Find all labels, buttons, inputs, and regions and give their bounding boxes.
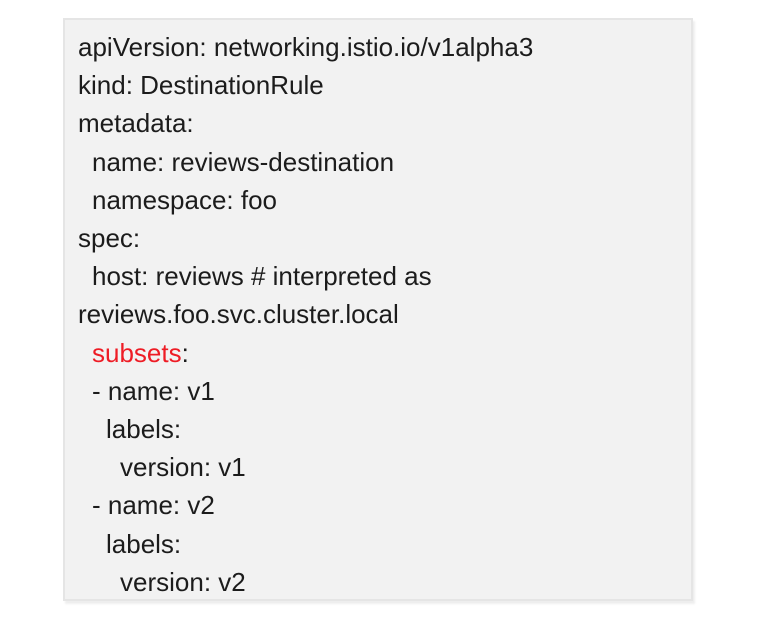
- code-line: kind: DestinationRule: [78, 66, 679, 104]
- code-line: - name: v1: [78, 372, 679, 410]
- code-line: host: reviews # interpreted as: [78, 257, 679, 295]
- code-line: version: v1: [78, 448, 679, 486]
- code-line: subsets:: [78, 334, 679, 372]
- code-line: apiVersion: networking.istio.io/v1alpha3: [78, 28, 679, 66]
- yaml-code-lines: apiVersion: networking.istio.io/v1alpha3…: [78, 28, 679, 599]
- yaml-code-box: apiVersion: networking.istio.io/v1alpha3…: [63, 18, 693, 601]
- code-text: host: reviews # interpreted as: [92, 261, 432, 292]
- code-line: metadata:: [78, 104, 679, 142]
- code-text: apiVersion: networking.istio.io/v1alpha3: [78, 32, 534, 62]
- code-highlight-subsets: subsets: [92, 337, 182, 368]
- code-line: version: v2: [78, 563, 679, 599]
- code-text: metadata:: [78, 108, 194, 139]
- code-line: namespace: foo: [78, 181, 679, 219]
- code-line: reviews.foo.svc.cluster.local: [78, 295, 679, 333]
- code-text: name: reviews-destination: [92, 146, 395, 177]
- code-text: labels:: [106, 528, 182, 559]
- code-text: version: v1: [120, 452, 246, 483]
- code-text: reviews.foo.svc.cluster.local: [78, 299, 399, 330]
- code-text: - name: v1: [92, 375, 215, 406]
- code-text: - name: v2: [92, 490, 215, 521]
- code-line: - name: v2: [78, 486, 679, 524]
- code-line: labels:: [78, 410, 679, 448]
- code-line: labels:: [78, 525, 679, 563]
- code-text: :: [181, 337, 189, 368]
- code-text: labels:: [106, 414, 182, 445]
- code-text: namespace: foo: [92, 184, 278, 215]
- code-text: spec:: [78, 223, 141, 254]
- code-text: kind: DestinationRule: [78, 70, 324, 101]
- code-text: version: v2: [120, 566, 246, 597]
- code-line: spec:: [78, 219, 679, 257]
- code-line: name: reviews-destination: [78, 143, 679, 181]
